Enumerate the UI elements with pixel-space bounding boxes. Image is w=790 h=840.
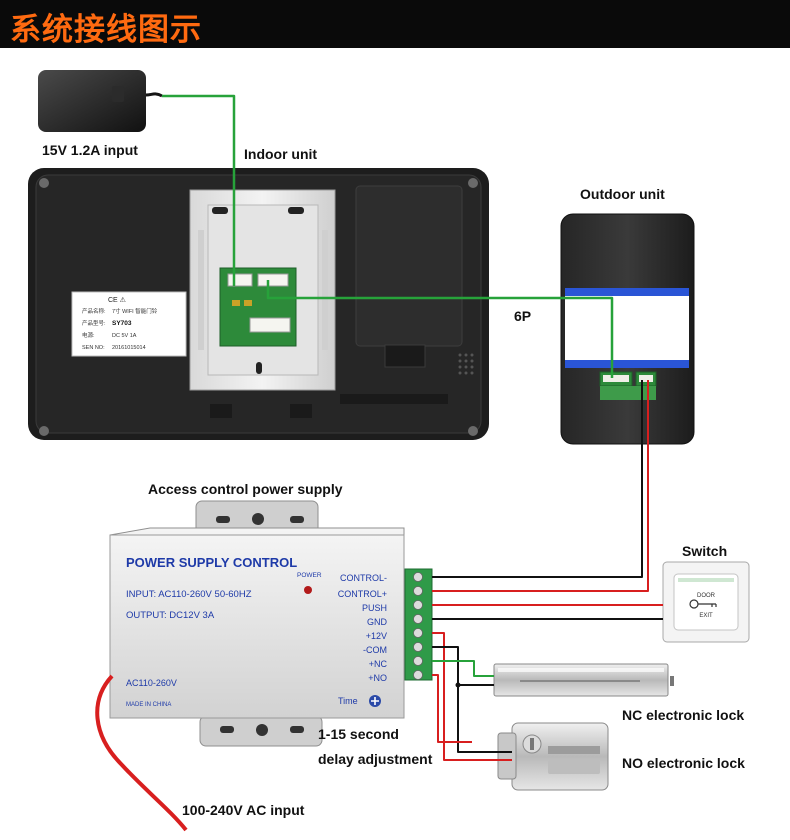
header-bar: 系统接线图示 — [0, 0, 790, 48]
wiring — [95, 94, 663, 832]
no-lock-label: NO electronic lock — [622, 755, 745, 771]
access-power-supply: POWER SUPPLY CONTROL INPUT: AC110-260V 5… — [109, 500, 433, 747]
outdoor-unit — [560, 213, 695, 445]
indoor-unit-label: Indoor unit — [244, 146, 318, 162]
six-p-label: 6P — [514, 308, 532, 324]
psu-power-label: POWER — [297, 572, 322, 579]
delay-label-line1: 1-15 second — [318, 726, 399, 742]
indoor-connector-board — [219, 267, 297, 347]
terminal-label-com: -COM — [363, 645, 387, 655]
sticker-row4-value: 20161015014 — [112, 345, 146, 351]
wire-nc — [432, 660, 494, 677]
terminal-label-no: +NO — [368, 673, 387, 683]
delay-label-line2: delay adjustment — [318, 751, 433, 767]
sticker-row4-key: SEN NO: — [82, 345, 105, 351]
terminal-label-control-minus: CONTROL- — [340, 573, 387, 583]
indoor-spec-sticker: CE ⚠ 产品名称: 7寸 WIFI 智能门铃 产品型号: SY703 电源: … — [71, 291, 187, 357]
terminal-label-push: PUSH — [362, 603, 387, 613]
switch-label: Switch — [682, 543, 728, 559]
psu-output-spec: OUTPUT: DC12V 3A — [126, 610, 215, 621]
wire-control-minus — [432, 380, 643, 578]
psu-title: POWER SUPPLY CONTROL — [126, 555, 297, 570]
wire-12v — [432, 632, 512, 761]
adapter-power-wire — [162, 94, 236, 286]
exit-switch-line1: DOOR — [697, 593, 716, 599]
terminal-label-12v: +12V — [366, 631, 387, 641]
exit-switch: DOOR EXIT — [662, 561, 750, 643]
psu-made-in: MADE IN CHINA — [126, 702, 171, 708]
terminal-label-nc: +NC — [369, 659, 388, 669]
sticker-row2-value: SY703 — [112, 320, 132, 327]
terminal-block — [404, 568, 433, 681]
sticker-ce-mark: CE ⚠ — [108, 296, 126, 304]
indoor-unit: CE ⚠ 产品名称: 7寸 WIFI 智能门铃 产品型号: SY703 电源: … — [28, 168, 489, 440]
exit-switch-line2: EXIT — [699, 613, 713, 619]
nc-magnetic-lock — [493, 663, 674, 697]
nc-lock-label: NC electronic lock — [622, 707, 745, 723]
sticker-row2-key: 产品型号: — [82, 319, 106, 327]
power-led-indicator — [304, 586, 312, 594]
access-power-label: Access control power supply — [148, 481, 343, 497]
outdoor-unit-label: Outdoor unit — [580, 186, 665, 202]
sticker-row3-value: DC 5V 1A — [112, 333, 137, 339]
page-title: 系统接线图示 — [10, 12, 202, 48]
wire-control-plus — [432, 380, 649, 592]
terminal-label-control-plus: CONTROL+ — [338, 589, 387, 599]
six-p-cable — [266, 280, 614, 378]
no-electric-lock — [497, 722, 609, 791]
power-adapter — [38, 70, 163, 132]
wire-com-no-lock — [432, 646, 512, 753]
ac-input-label: 100-240V AC input — [182, 802, 305, 818]
ac-input-cable — [95, 674, 188, 832]
psu-ac-label: AC110-260V — [126, 678, 177, 688]
sticker-row1-value: 7寸 WIFI 智能门铃 — [112, 307, 158, 315]
sticker-row3-key: 电源: — [82, 331, 95, 339]
psu-input-spec: INPUT: AC110-260V 50-60HZ — [126, 589, 252, 600]
terminal-label-gnd: GND — [367, 617, 388, 627]
sticker-row1-key: 产品名称: — [82, 307, 106, 315]
wire-no — [432, 674, 472, 743]
adapter-label: 15V 1.2A input — [42, 142, 138, 158]
psu-time-label: Time — [338, 696, 358, 706]
